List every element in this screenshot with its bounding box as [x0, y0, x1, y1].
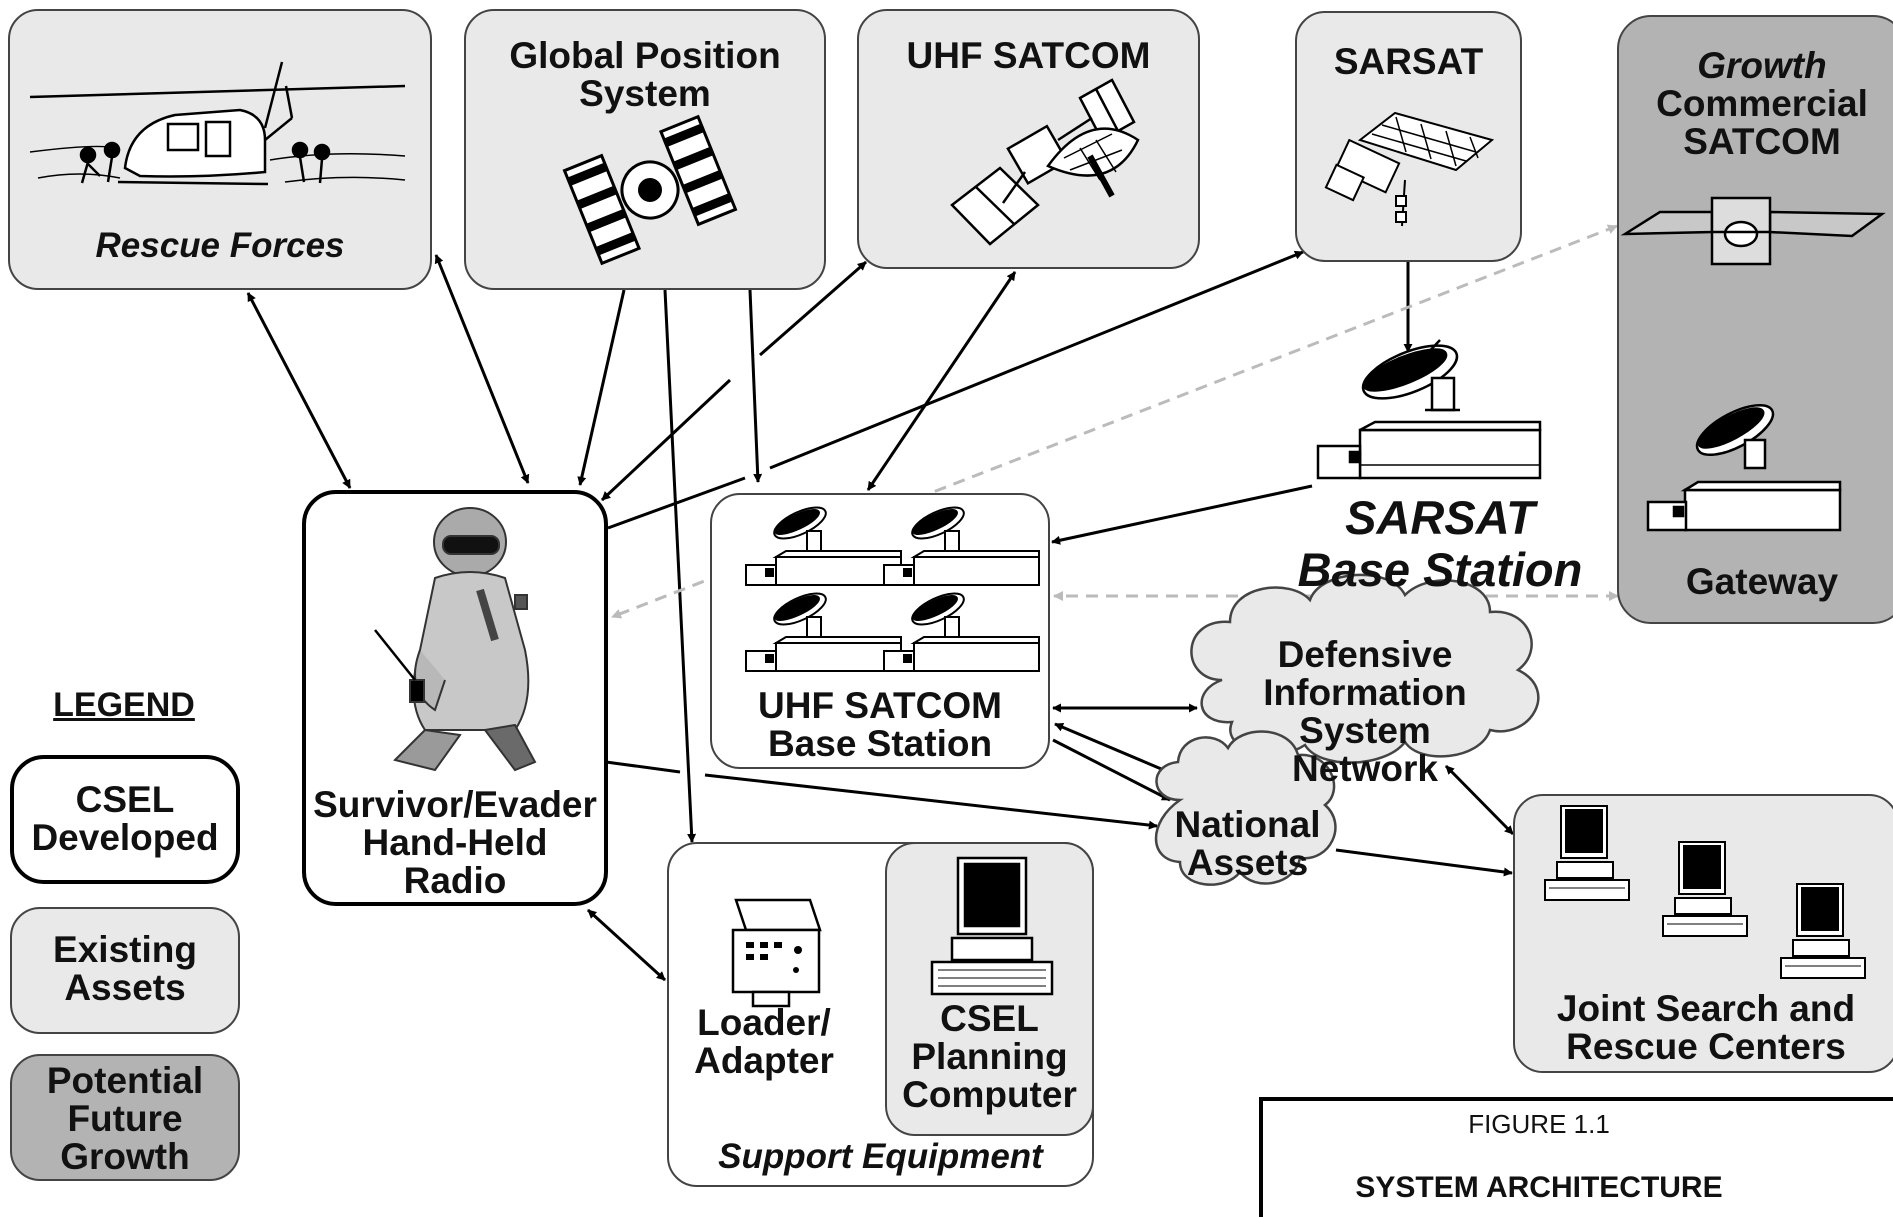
survivor-radio-label: Survivor/Evader Hand-Held Radio	[313, 784, 597, 901]
arrow-radio-sarsat-b	[769, 250, 1304, 470]
arrow-disn-jsrc	[1444, 764, 1515, 836]
gps-box: Global Position System	[464, 9, 826, 290]
commercial-satcom-label: Commercial SATCOM	[1656, 83, 1868, 162]
gps-satellite-icon-overlay	[562, 114, 738, 266]
uhf-satellite-icon-overlay	[950, 78, 1140, 246]
uhf-base-dishes-overlay	[745, 506, 1040, 672]
legend-future-box: Potential Future Growth	[10, 1054, 240, 1181]
arrow-gps-uhfbase	[748, 289, 763, 483]
loader-adapter-icon	[731, 898, 822, 1008]
figure-title: SYSTEM ARCHITECTURE	[1355, 1171, 1723, 1204]
figure-caption-box: FIGURE 1.1 SYSTEM ARCHITECTURE	[1259, 1097, 1893, 1217]
national-assets-label: National Assets	[1174, 804, 1321, 883]
survivor-figure-icon	[374, 507, 537, 772]
uhf-satcom-base-station-box: UHF SATCOM Base Station	[710, 493, 1050, 769]
figure-number: FIGURE 1.1	[1468, 1109, 1610, 1139]
jsrc-label: Joint Search and Rescue Centers	[1556, 988, 1856, 1067]
planning-computer-label: CSEL Planning Computer	[902, 998, 1077, 1115]
arrow-national-jsrc	[1335, 848, 1513, 877]
sarsat-satellite-icon-overlay	[1324, 111, 1495, 227]
sarsat-label: SARSAT	[1333, 41, 1484, 82]
arrow-rescue-radio	[246, 292, 352, 489]
growth-icons-overlay	[1620, 196, 1886, 532]
sarsat-base-station-label: SARSAT Base Station	[1297, 491, 1583, 596]
rescue-forces-label: Rescue Forces	[95, 226, 345, 265]
arrow-uhfbase-national-1	[1052, 738, 1171, 802]
legend-existing-box: Existing Assets	[10, 907, 240, 1034]
arrow-uhfsat-uhfbase	[866, 271, 1017, 491]
arrow-radio-national-b	[704, 773, 1158, 830]
support-equipment-label: Support Equipment	[718, 1137, 1043, 1176]
disn-label: Defensive Information System Network	[1263, 634, 1467, 789]
legend-existing-label: Existing Assets	[53, 929, 197, 1008]
helicopter-icon-overlay	[29, 61, 406, 186]
uhf-satcom-label: UHF SATCOM	[906, 35, 1151, 76]
legend-title: LEGEND	[53, 686, 195, 724]
jsrc-computers-icon	[1544, 805, 1866, 979]
sarsat-box: SARSAT	[1295, 11, 1522, 262]
arrow-gps-support	[663, 289, 697, 843]
legend-future-label: Potential Future Growth	[46, 1060, 204, 1177]
loader-adapter-label: Loader/ Adapter	[694, 1002, 834, 1081]
planning-computer-icon	[930, 856, 1054, 996]
arrow-radio-national	[605, 760, 681, 774]
growth-label: Growth	[1697, 45, 1827, 86]
sarsat-building-icon	[1316, 420, 1542, 480]
gps-label: Global Position System	[509, 35, 781, 114]
arrow-gps-radio	[577, 289, 626, 486]
uhf-base-station-label: UHF SATCOM Base Station	[758, 685, 1002, 764]
sarsat-dish-icon	[1361, 339, 1460, 412]
arrow-rescue-radio-2	[434, 254, 530, 484]
national-assets-cloud-shape	[1154, 730, 1337, 886]
legend-csel-label: CSEL Developed	[31, 779, 219, 858]
gateway-label: Gateway	[1685, 561, 1839, 602]
legend-csel-box: CSEL Developed	[10, 755, 240, 884]
arrow-radio-support	[586, 908, 667, 982]
arrow-uhfsat-radio-b	[600, 378, 732, 502]
